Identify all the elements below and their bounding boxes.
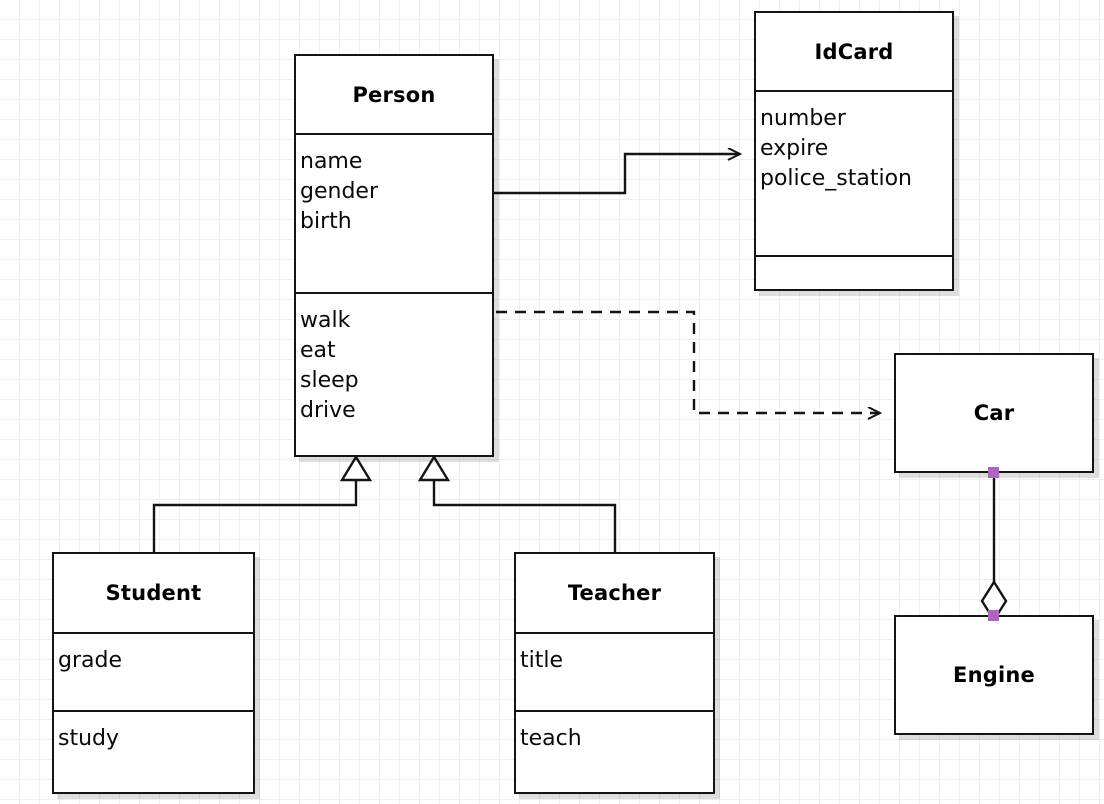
- class-person-operations: walk eat sleep drive: [296, 292, 492, 457]
- edge-student-person[interactable]: [152, 454, 373, 552]
- class-engine[interactable]: Engine: [894, 615, 1094, 735]
- class-member: teach: [520, 726, 582, 751]
- class-person-attributes: name gender birth: [296, 133, 492, 292]
- class-member: eat: [300, 338, 336, 363]
- class-member: gender: [300, 179, 378, 204]
- class-member: drive: [300, 398, 356, 423]
- class-idcard-operations: [756, 255, 952, 289]
- class-member: expire: [760, 136, 829, 161]
- class-idcard-title: IdCard: [756, 13, 952, 90]
- edge-person-idcard[interactable]: [494, 154, 740, 195]
- class-engine-title: Engine: [896, 617, 1092, 733]
- class-car[interactable]: Car: [894, 353, 1094, 473]
- class-student-attributes: grade: [54, 632, 253, 710]
- class-name: Student: [105, 581, 202, 605]
- class-member: walk: [300, 308, 351, 333]
- class-teacher-attributes: title: [516, 632, 713, 710]
- class-teacher[interactable]: Teacher title teach: [514, 552, 715, 794]
- class-member: grade: [58, 648, 122, 673]
- class-idcard[interactable]: IdCard number expire police_station: [754, 11, 954, 291]
- class-person-title: Person: [296, 56, 492, 133]
- class-name: IdCard: [814, 39, 894, 64]
- class-name: Car: [973, 401, 1015, 425]
- edge-handle-car[interactable]: [988, 467, 999, 478]
- class-teacher-operations: teach: [516, 710, 713, 792]
- class-member: birth: [300, 209, 352, 234]
- class-member: sleep: [300, 368, 359, 393]
- class-member: number: [760, 106, 846, 131]
- class-name: Engine: [953, 663, 1035, 687]
- class-member: title: [520, 648, 564, 673]
- class-student[interactable]: Student grade study: [52, 552, 255, 794]
- class-car-title: Car: [896, 355, 1092, 471]
- edge-person-car[interactable]: [496, 310, 880, 413]
- class-name: Teacher: [567, 581, 662, 605]
- class-idcard-attributes: number expire police_station: [756, 90, 952, 255]
- class-name: Person: [352, 82, 436, 107]
- class-member: study: [58, 726, 120, 751]
- class-person[interactable]: Person name gender birth walk eat sleep …: [294, 54, 494, 457]
- class-member: name: [300, 149, 363, 174]
- edge-car-engine[interactable]: [980, 473, 1008, 623]
- edge-handle-engine[interactable]: [988, 610, 999, 621]
- class-student-operations: study: [54, 710, 253, 792]
- edge-teacher-person[interactable]: [417, 454, 617, 552]
- class-member: police_station: [760, 166, 912, 191]
- class-student-title: Student: [54, 554, 253, 632]
- class-teacher-title: Teacher: [516, 554, 713, 632]
